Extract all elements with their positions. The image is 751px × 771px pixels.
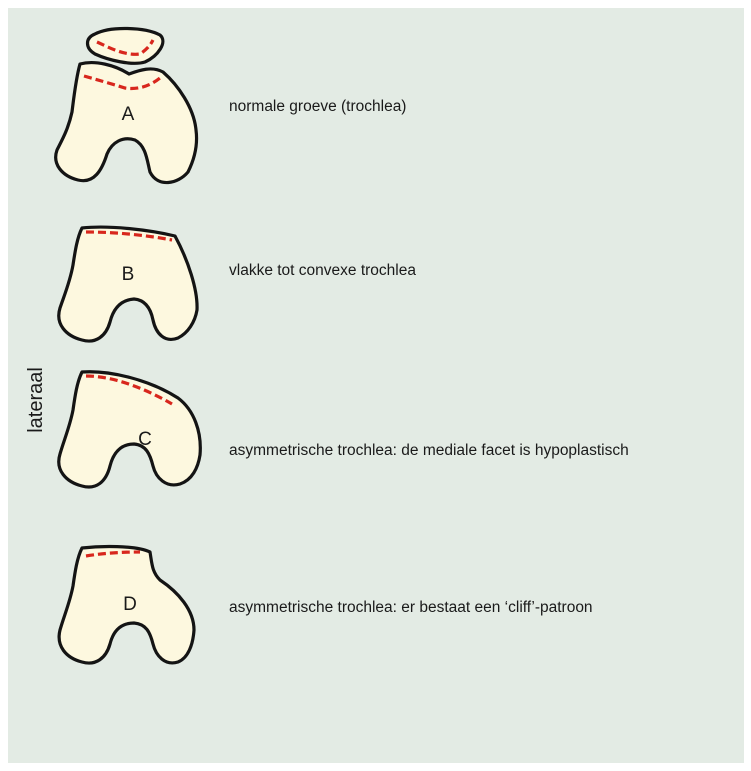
variant-c: C asymmetrische trochlea: de mediale fac…	[59, 372, 629, 487]
variant-letter: D	[123, 594, 137, 615]
variant-letter: B	[122, 264, 135, 285]
variant-b: B vlakke tot convexe trochlea	[59, 227, 417, 341]
variant-a: A normale groeve (trochlea)	[56, 28, 407, 182]
variant-description: normale groeve (trochlea)	[229, 98, 406, 115]
variant-letter: C	[138, 429, 152, 450]
patella-shape	[88, 28, 163, 63]
variant-letter: A	[122, 104, 135, 125]
variant-d: D asymmetrische trochlea: er bestaat een…	[59, 547, 592, 664]
femur-c-shape	[59, 372, 201, 487]
variant-description: asymmetrische trochlea: de mediale facet…	[229, 442, 629, 459]
variant-description: vlakke tot convexe trochlea	[229, 262, 416, 279]
variant-description: asymmetrische trochlea: er bestaat een ‘…	[229, 599, 593, 616]
lateral-side-label: lateraal	[25, 367, 47, 433]
